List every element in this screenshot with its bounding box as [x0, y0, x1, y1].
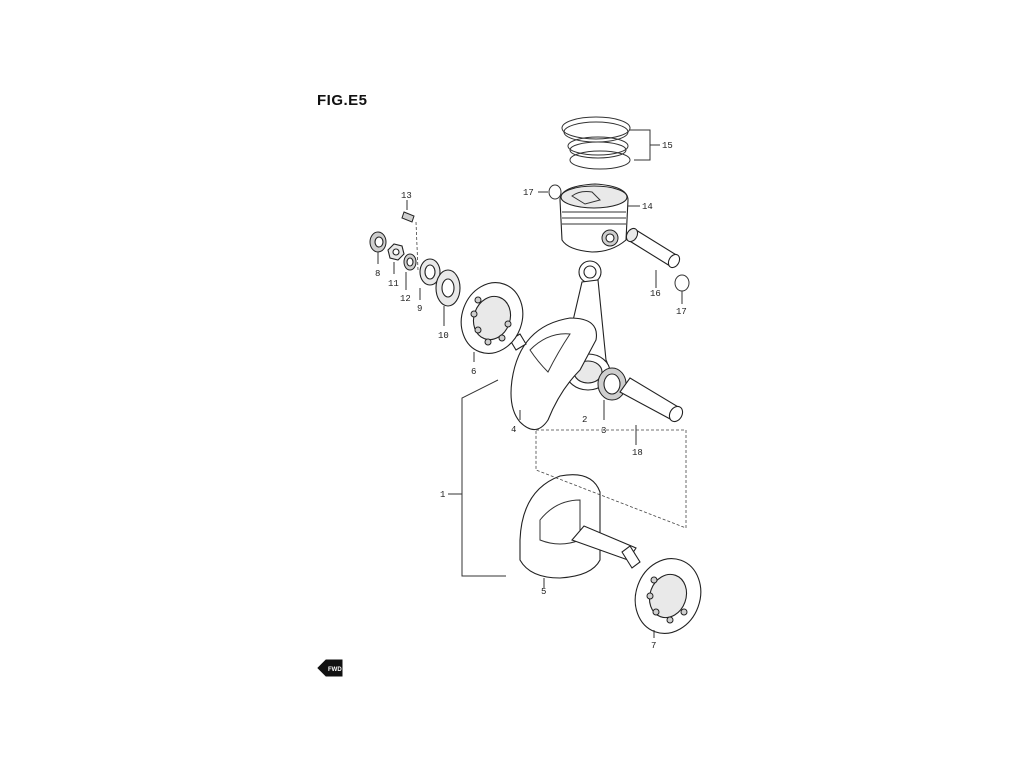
gear-large — [435, 269, 461, 326]
circlip-lower — [674, 274, 690, 304]
callout-7: 7 — [651, 641, 656, 651]
crank-web-left — [519, 474, 641, 588]
gear-small — [419, 258, 441, 300]
washer — [403, 253, 417, 290]
figure-title: FIG.E5 — [317, 92, 368, 109]
callout-5: 5 — [541, 587, 546, 597]
ball-bearing-right — [634, 558, 702, 638]
callout-1: 1 — [440, 490, 445, 500]
callout-15: 15 — [662, 141, 673, 151]
callout-17b: 17 — [676, 307, 687, 317]
piston — [559, 183, 640, 253]
crank-web-right — [509, 317, 598, 431]
callout-10: 10 — [438, 331, 449, 341]
callout-6: 6 — [471, 367, 476, 377]
callout-11: 11 — [388, 279, 399, 289]
oil-seal — [369, 231, 387, 264]
crank-pin — [619, 377, 684, 445]
callout-16: 16 — [650, 289, 661, 299]
callout-17a: 17 — [523, 188, 534, 198]
front-arrow-icon: FWD — [317, 659, 343, 677]
callout-9: 9 — [417, 304, 422, 314]
callout-4: 4 — [511, 425, 516, 435]
callout-12: 12 — [400, 294, 411, 304]
piston-pin — [625, 227, 681, 288]
callout-2: 2 — [582, 415, 587, 425]
assembly-bracket — [461, 379, 506, 577]
callout-14: 14 — [642, 202, 653, 212]
callout-8: 8 — [375, 269, 380, 279]
front-arrow-label: FWD — [328, 667, 342, 673]
callout-18: 18 — [632, 448, 643, 458]
callout-3: 3 — [601, 426, 606, 436]
needle-bearing — [597, 367, 627, 420]
callout-13: 13 — [401, 191, 412, 201]
piston-rings — [561, 116, 660, 170]
ball-bearing-left — [460, 282, 524, 362]
key — [401, 200, 419, 271]
nut — [387, 243, 405, 274]
circlip-upper — [538, 184, 562, 200]
